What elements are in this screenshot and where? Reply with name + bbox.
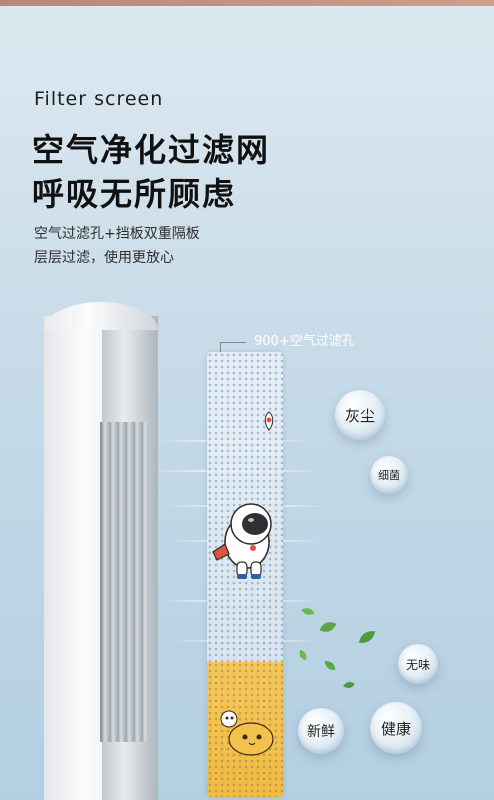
filter-screen-panel: [207, 352, 283, 797]
leaf-icon: [358, 631, 376, 643]
eyebrow-title: Filter screen: [34, 88, 164, 110]
ac-vent-louvers: [100, 422, 148, 742]
leaf-icon: [301, 608, 315, 615]
bubble-healthy-label: 健康: [380, 719, 411, 738]
leaf-icon: [343, 681, 355, 689]
cat-icon: [220, 710, 274, 756]
description-line-2: 层层过滤，使用更放心: [34, 250, 174, 266]
filter-yellow-section: [207, 662, 283, 797]
headline: 空气净化过滤网 呼吸无所顾虑: [32, 128, 270, 216]
astronaut-icon: [212, 503, 272, 579]
leaf-icon: [324, 660, 336, 671]
bubble-fresh: 新鲜: [298, 708, 344, 754]
bubble-dust: 灰尘: [335, 390, 385, 440]
leaf-icon: [299, 649, 307, 661]
bubble-fresh-label: 新鲜: [307, 724, 335, 740]
description-line-1: 空气过滤孔+挡板双重隔板: [34, 226, 200, 242]
leaf-icon: [319, 622, 337, 632]
bubble-dust-label: 灰尘: [344, 406, 375, 425]
headline-line-1: 空气净化过滤网: [32, 131, 271, 169]
headline-line-2: 呼吸无所顾虑: [32, 175, 237, 213]
rocket-icon: [264, 411, 274, 431]
bubble-odorless: 无味: [398, 644, 438, 684]
air-conditioner-unit: [44, 302, 158, 800]
top-accent-bar: [0, 0, 494, 6]
bubble-odorless-label: 无味: [405, 657, 430, 672]
ac-top-cap: [44, 302, 158, 330]
bubble-bacteria: 细菌: [370, 456, 408, 494]
description: 空气过滤孔+挡板双重隔板 层层过滤，使用更放心: [34, 222, 200, 270]
bubble-healthy: 健康: [370, 702, 422, 754]
filter-label-leader: [220, 342, 246, 343]
bubble-bacteria-label: 细菌: [378, 469, 400, 482]
filter-hole-label: 900+空气过滤孔: [254, 334, 355, 349]
filter-label-tick: [220, 342, 221, 356]
